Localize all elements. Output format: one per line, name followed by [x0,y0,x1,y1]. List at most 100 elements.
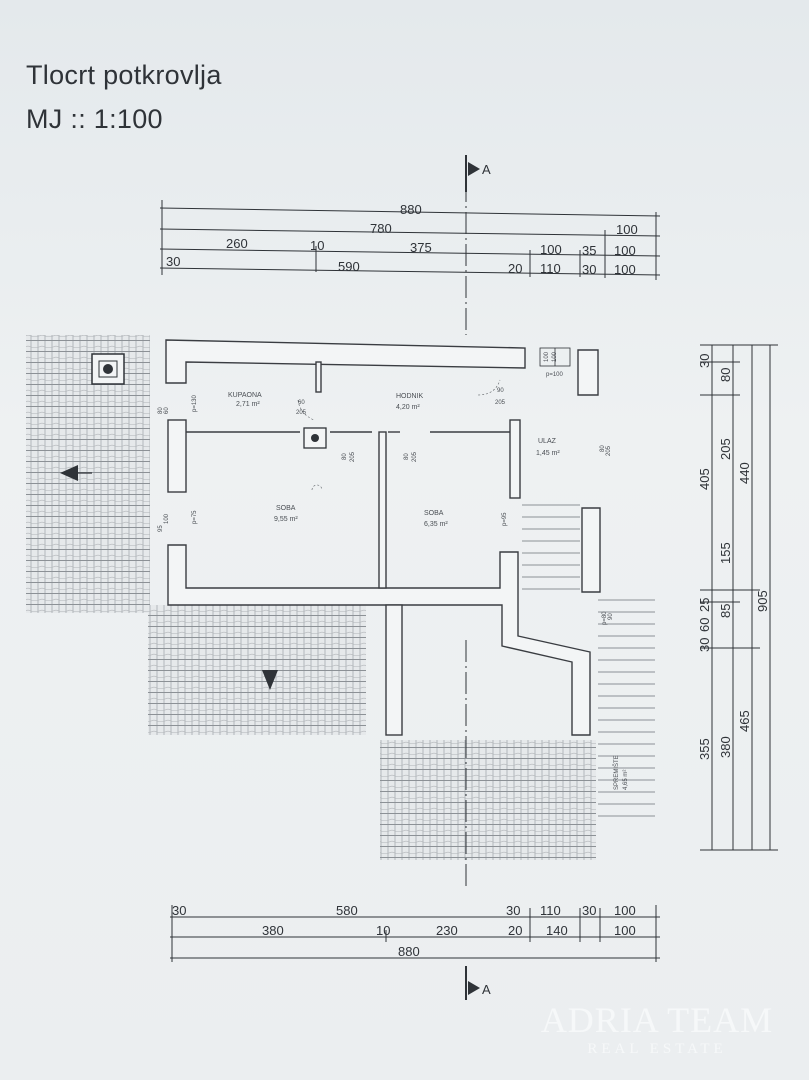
room-name-storage: SPREMIŠTE [613,755,620,790]
roof-area-west [26,335,150,613]
bottom-dim-row2-2: 230 [436,923,458,938]
right-dim-col1-1: 405 [697,468,712,490]
section-marker-top-icon [465,155,480,192]
room-area-bedroom-1: 9,55 m² [274,516,298,523]
slope-arrow-west-icon [60,465,92,481]
bottom-dim-row1-4: 30 [582,903,596,918]
top-dim-row4-3: 110 [540,261,561,276]
top-dim-row2-0: 780 [370,221,392,236]
right-dim-col2-0: 80 [718,368,733,382]
opening-label-10: 80 [404,453,410,460]
room-name-hallway: HODNIK [396,393,424,400]
opening-label-6: 90 [497,388,504,394]
opening-label-22: 90 [608,613,614,620]
section-label-bottom: A [482,982,491,997]
room-area-bathroom: 2,71 m² [236,401,260,408]
door-swings [297,379,501,491]
opening-label-12: 95 [158,525,164,532]
right-dim-col1-3: 60 [697,618,712,632]
top-dim-row3-5: 100 [614,243,636,258]
room-area-bedroom-2: 6,35 m² [424,521,448,528]
top-dim-row3-3: 100 [540,242,562,257]
opening-label-13: 100 [164,513,170,524]
section-label-top: A [482,162,491,177]
slope-arrow-south-icon [262,670,278,690]
top-dim-row3-1: 10 [310,238,324,253]
watermark-brand: ADRIA TEAM [540,1000,774,1040]
opening-label-17: 100 [552,351,558,362]
right-dim-col2-4: 380 [718,736,733,758]
plan-title: Tlocrt potkrovlja [26,60,222,90]
interior-partitions [186,431,510,736]
opening-label-19: 80 [600,445,606,452]
bottom-dim-row2-5: 100 [614,923,636,938]
bottom-dim-row2-3: 20 [508,923,522,938]
top-dimension-lines [159,200,661,280]
right-dim-col1-2: 25 [697,598,712,612]
top-dim-row2-1: 100 [616,222,638,237]
top-dim-row4-4: 30 [582,262,596,277]
top-dim-row4-0: 30 [166,254,180,269]
chimney-icon [91,353,125,385]
bottom-dim-row2-0: 380 [262,923,284,938]
right-dim-col3-0: 440 [737,462,752,484]
building-walls [165,339,601,736]
top-dim-row3-2: 375 [410,240,432,255]
right-dim-col2-3: 85 [718,604,733,618]
right-dimension-lines [700,344,778,851]
room-area-hallway: 4,20 m² [396,404,420,411]
roof-area-south [148,605,366,735]
opening-label-4: 60 [298,400,305,406]
windows [539,347,571,367]
room-name-bedroom-1: SOBA [276,505,296,512]
bottom-dim-row1-0: 30 [172,903,186,918]
small-chimney-icon [303,427,327,449]
bottom-dim-row1-1: 580 [336,903,358,918]
opening-label-16: 100 [544,351,550,362]
watermark-subtitle: REAL ESTATE [587,1041,727,1057]
top-dim-row1-0: 880 [400,202,422,217]
opening-label-3: p=130 [192,394,198,412]
top-dim-row3-4: 35 [582,243,596,258]
bottom-dim-row2-1: 10 [376,923,390,938]
bottom-dim-row3-0: 880 [398,944,420,959]
opening-label-21: p=80 [602,611,608,625]
section-marker-bottom-icon [465,966,480,1000]
watermark-logo: ADRIA TEAM REAL ESTATE [527,1000,787,1058]
roof-area-southeast [380,740,596,860]
opening-label-14: p=75 [192,510,198,524]
right-dim-col1-5: 355 [697,738,712,760]
room-area-storage: 4,65 m² [623,770,629,790]
bottom-dim-row1-2: 30 [506,903,520,918]
right-dim-col2-2: 155 [718,542,733,564]
bottom-dim-row2-4: 140 [546,923,568,938]
bottom-dim-row1-5: 100 [614,903,636,918]
right-dim-col4-0: 905 [755,590,770,612]
bottom-dimension-lines [170,905,660,962]
right-dim-col2-1: 205 [718,438,733,460]
right-dim-col1-0: 30 [697,354,712,368]
opening-label-20: 205 [606,445,612,456]
opening-label-1: 80 [158,407,164,414]
opening-label-9: 205 [350,451,356,462]
room-name-bedroom-2: SOBA [424,510,444,517]
right-dim-col1-4: 30 [697,638,712,652]
opening-label-8: 80 [342,453,348,460]
opening-label-5: 205 [296,410,307,416]
room-area-entrance: 1,45 m² [536,450,560,457]
opening-label-7: 205 [495,400,506,406]
room-name-bathroom: KUPAONA [228,392,262,399]
top-dim-row4-5: 100 [614,262,636,277]
room-name-entrance: ULAZ [538,438,557,445]
bottom-dim-row1-3: 110 [540,903,561,918]
top-dim-row4-2: 20 [508,261,522,276]
right-dim-col3-1: 465 [737,710,752,732]
opening-label-11: 205 [412,451,418,462]
top-dim-row3-0: 260 [226,236,248,251]
opening-label-15: p=95 [502,512,508,526]
plan-scale: MJ :: 1:100 [26,104,163,134]
top-dim-row4-1: 590 [338,259,360,274]
opening-label-2: 60 [164,407,170,414]
